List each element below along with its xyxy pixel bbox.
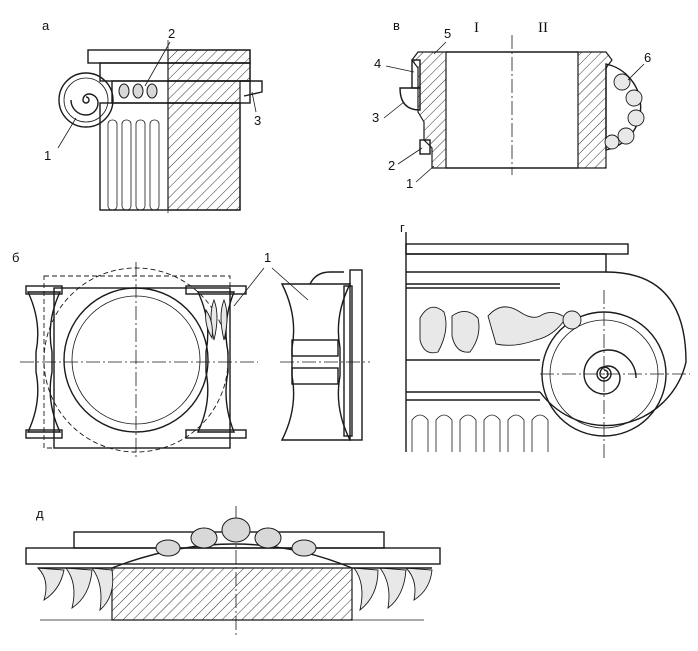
panel-b: б 1: [12, 250, 370, 458]
callout-b-1: 1: [264, 250, 271, 265]
flutes-g: [411, 414, 549, 452]
leader-v-4: [385, 65, 415, 73]
bolster-side-band: [291, 339, 339, 357]
panel-g-letter: г: [400, 220, 405, 235]
callout-v-3: 3: [372, 110, 379, 125]
leader-a-2: [144, 41, 171, 87]
callout-a-1: 1: [44, 148, 51, 163]
abacus-g: [405, 243, 629, 255]
leader-a-1: [57, 117, 77, 149]
abacus-section: [167, 49, 251, 64]
callout-v-1: 1: [406, 176, 413, 191]
echinus-body-section: [167, 80, 241, 104]
panel-g: г: [400, 220, 690, 458]
ovolo-3: [399, 87, 421, 111]
bolster-side-slab: [349, 269, 363, 441]
panel-b-letter: б: [12, 250, 19, 265]
shaft-section: [167, 102, 241, 211]
bolster-side-fillet: [343, 285, 353, 437]
callout-v-4: 4: [374, 56, 381, 71]
acanthus-right: [353, 567, 433, 612]
leader-v-3: [383, 101, 405, 119]
abacus-lower-g: [406, 253, 607, 273]
bolster-side-top: [309, 271, 344, 285]
leader-b-1a: [233, 267, 265, 307]
bolster-left-base: [25, 429, 63, 439]
panel-d: д: [25, 506, 441, 636]
leader-b-1b: [271, 267, 309, 301]
panel-a: а 1: [42, 18, 263, 215]
egg-band-d: [155, 517, 317, 557]
leader-a-3: [251, 91, 257, 113]
arch-d: [111, 543, 353, 569]
callout-v-2: 2: [388, 158, 395, 173]
bolster-leaves: [205, 298, 228, 341]
leader-v-2: [397, 147, 423, 165]
panel-d-letter: д: [36, 506, 44, 521]
egg-and-dart: [118, 83, 158, 99]
bolster-right-cap: [185, 285, 247, 295]
callout-a-2: 2: [168, 26, 175, 41]
volute-large: [539, 271, 687, 437]
leader-v-5: [433, 41, 447, 55]
panel-a-letter: а: [42, 18, 50, 33]
section-label-i: I: [474, 20, 479, 36]
slab-d: [25, 547, 441, 565]
section-label-ii: II: [538, 20, 548, 36]
egg-band-g: [419, 306, 582, 354]
section-d: [111, 567, 353, 621]
volute: [58, 72, 114, 128]
bolster-left: [26, 291, 62, 433]
callout-a-3: 3: [254, 113, 261, 128]
panel-v-letter: в: [393, 18, 400, 33]
leader-v-1: [415, 165, 435, 183]
callout-v-6: 6: [644, 50, 651, 65]
panel-v: в I II 4 3 2 1 5 6: [372, 18, 651, 191]
leaf-ornament-6: [604, 73, 645, 150]
leader-v-6: [627, 63, 645, 81]
shaft-flutes: [107, 119, 160, 211]
callout-v-5: 5: [444, 26, 451, 41]
echinus-section: [167, 62, 251, 82]
right-section: [577, 51, 613, 169]
acanthus-left: [36, 567, 114, 612]
astragal-2: [419, 139, 431, 155]
echinus-projection: [240, 80, 263, 97]
bolster-side-band-2: [291, 367, 339, 385]
bolster-left-cap: [25, 285, 63, 295]
bolster-right-base: [185, 429, 247, 439]
